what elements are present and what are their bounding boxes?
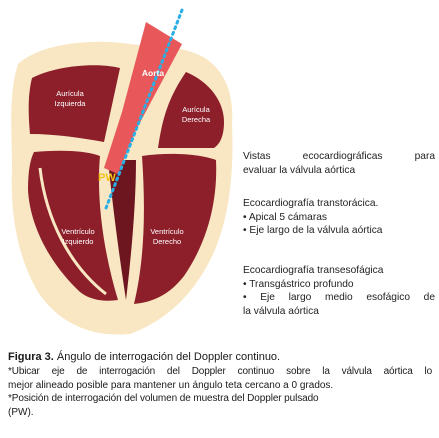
right-ventricle: [134, 153, 217, 304]
caption-note-1-line-1: *Ubicar eje de interrogación del Doppler…: [8, 365, 432, 377]
left-atrium-label-1: Aurícula: [56, 89, 84, 98]
right-ventricle-label-1: Ventrículo: [150, 227, 183, 236]
caption-note-1-line-2: mejor alineado posible para mantener un …: [8, 379, 334, 391]
transthoracic-heading: Ecocardiografía transtorácica.: [243, 198, 379, 209]
left-ventricle-label-1: Ventrículo: [61, 227, 94, 236]
transesophageal-section: Ecocardiografía transesofágica • Transgá…: [243, 264, 435, 318]
transesophageal-item: • Transgástrico profundo: [243, 278, 354, 290]
aorta-label: Aorta: [142, 68, 164, 78]
left-ventricle-wall: [38, 167, 107, 296]
heart-diagram: PW Aorta Aurícula Izquierda Aurícula Der…: [11, 8, 233, 335]
figure-label: Figura 3.: [8, 351, 54, 363]
pw-label: PW: [98, 172, 116, 184]
figure-caption: Figura 3. Ángulo de interrogación del Do…: [8, 351, 432, 420]
caption-title-text: Ángulo de interrogación del Doppler cont…: [53, 351, 281, 363]
views-intro: Vistas ecocardiográficas para evaluar la…: [243, 150, 435, 177]
transthoracic-item: • Eje largo de la válvula aórtica: [243, 225, 383, 236]
left-ventricle-label-2: Izquierdo: [63, 237, 94, 246]
right-atrium-label-2: Derecha: [182, 115, 211, 124]
transesophageal-item-continuation: la válvula aórtica: [243, 305, 319, 317]
transthoracic-section: Ecocardiografía transtorácica. • Apical …: [243, 197, 435, 238]
right-ventricle-label-2: Derecho: [153, 237, 181, 246]
views-intro-line-1: Vistas ecocardiográficas para: [243, 151, 435, 162]
right-atrium: [158, 72, 224, 148]
caption-note-2-line-2: (PW).: [8, 407, 34, 419]
septum: [108, 160, 136, 300]
caption-title: Figura 3. Ángulo de interrogación del Do…: [8, 351, 432, 365]
left-ventricle: [28, 150, 118, 301]
left-atrium-label-2: Izquierda: [55, 99, 87, 108]
transesophageal-heading: Ecocardiografía transesofágica: [243, 265, 384, 276]
caption-note-2-line-1: *Posición de interrogación del volumen d…: [8, 393, 319, 405]
left-atrium: [28, 65, 120, 142]
doppler-line: [104, 8, 184, 210]
transesophageal-item: • Eje largo medio esofágico de: [243, 292, 435, 303]
views-intro-line-2: evaluar la válvula aórtica: [243, 164, 356, 176]
right-atrium-label-1: Aurícula: [182, 105, 210, 114]
transthoracic-item: • Apical 5 cámaras: [243, 211, 327, 223]
